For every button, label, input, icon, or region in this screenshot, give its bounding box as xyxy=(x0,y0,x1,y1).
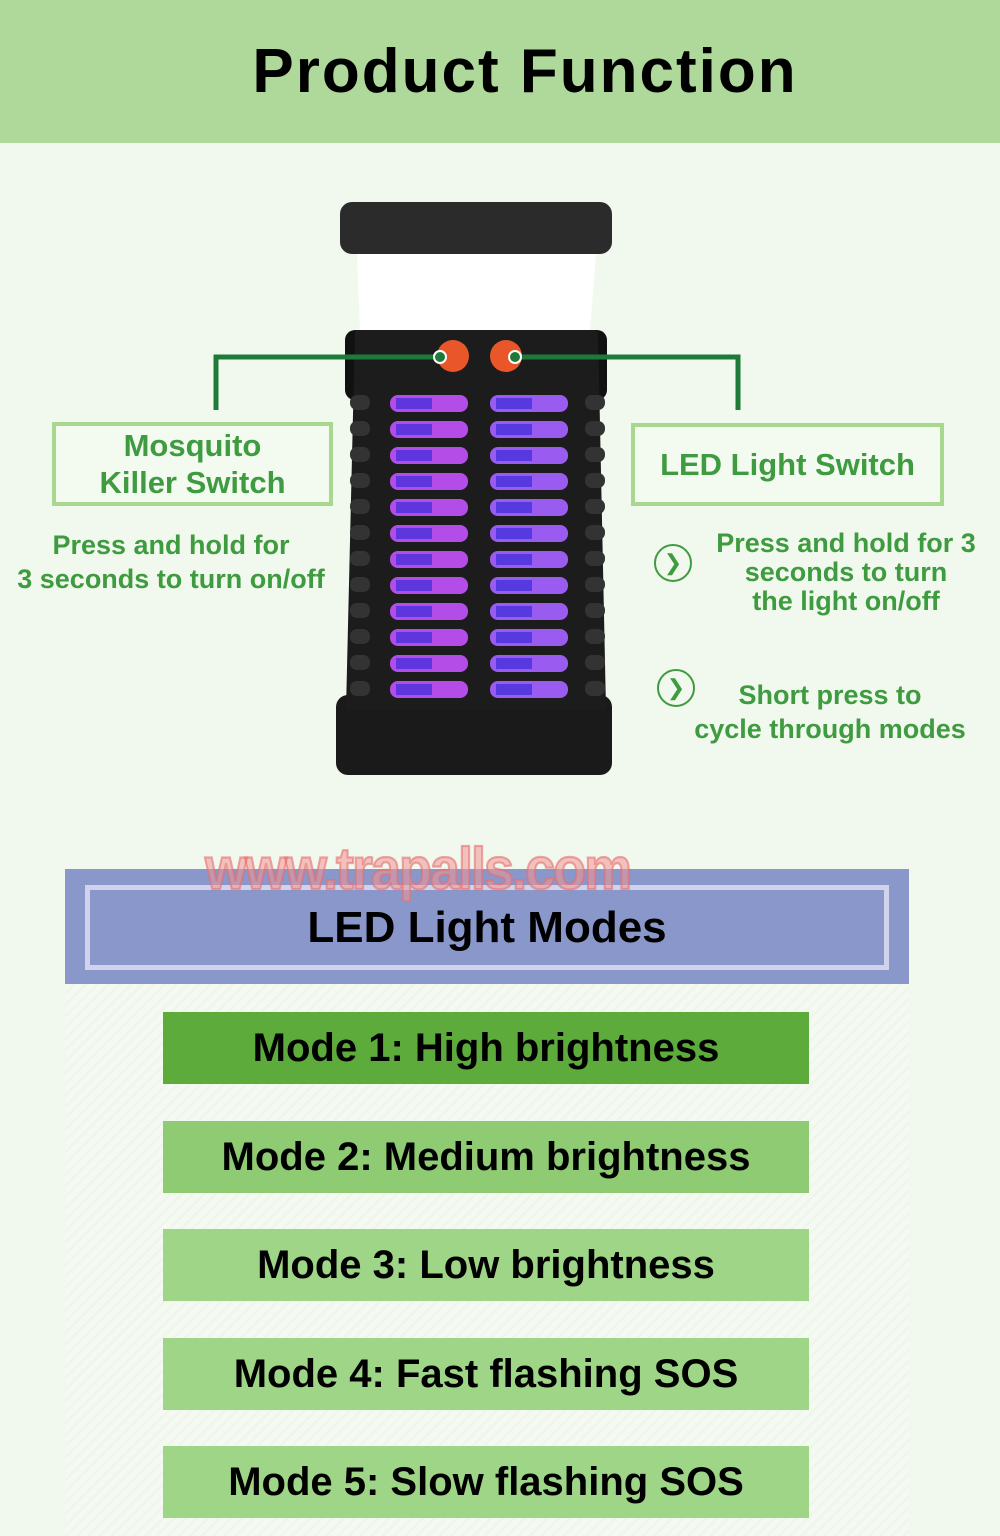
grille-slot-glow xyxy=(496,580,532,591)
led-modes-title: LED Light Modes xyxy=(85,885,889,970)
label-text: LED Light Switch xyxy=(660,447,915,482)
side-rib xyxy=(350,603,370,618)
mode-item: Mode 4: Fast flashing SOS xyxy=(163,1338,809,1410)
side-rib xyxy=(585,447,605,462)
side-rib xyxy=(585,395,605,410)
page-title: Product Function xyxy=(252,37,798,106)
side-rib xyxy=(585,421,605,436)
grille-slot-glow xyxy=(396,502,432,513)
mode-label: Mode 4: Fast flashing SOS xyxy=(233,1351,739,1396)
grille-slot-glow xyxy=(496,528,532,539)
grille-slot-glow xyxy=(496,476,532,487)
grille-slot-glow xyxy=(496,424,532,435)
label-line: Killer Switch xyxy=(99,465,286,500)
description-line: 3 seconds to turn on/off xyxy=(17,564,325,594)
side-rib xyxy=(350,577,370,592)
power-button-icon xyxy=(437,340,469,372)
grille-slot-glow xyxy=(496,658,532,669)
description-line: Press and hold for 3 xyxy=(716,528,976,558)
grille-slot-glow xyxy=(496,398,532,409)
side-rib xyxy=(350,395,370,410)
led-light-switch-label: LED Light Switch xyxy=(631,423,944,506)
grille-slot-glow xyxy=(396,658,432,669)
grille-slot-glow xyxy=(396,632,432,643)
side-rib xyxy=(350,655,370,670)
grille-slot-glow xyxy=(496,450,532,461)
mode-label: Mode 5: Slow flashing SOS xyxy=(228,1459,744,1504)
grille-slot-glow xyxy=(396,580,432,591)
led-modes-header: LED Light Modes xyxy=(65,869,909,984)
side-rib xyxy=(350,525,370,540)
page-header: Product Function xyxy=(0,0,1000,143)
side-rib xyxy=(350,447,370,462)
grille-slot-glow xyxy=(396,684,432,695)
grille-slot-glow xyxy=(396,450,432,461)
lamp-top-cap xyxy=(340,202,612,254)
mode-label: Mode 2: Medium brightness xyxy=(221,1134,751,1179)
grille-slot-glow xyxy=(396,424,432,435)
grille-slot-glow xyxy=(396,476,432,487)
side-rib xyxy=(585,681,605,696)
side-rib xyxy=(350,499,370,514)
side-rib xyxy=(350,551,370,566)
grille-slot-glow xyxy=(496,606,532,617)
description-line: seconds to turn xyxy=(744,557,948,587)
side-rib xyxy=(585,473,605,488)
mosquito-lamp-illustration xyxy=(213,202,741,775)
connector-line-left xyxy=(213,354,440,410)
grille-slot-glow xyxy=(496,554,532,565)
mode-item: Mode 3: Low brightness xyxy=(163,1229,809,1301)
mosquito-switch-description: Press and hold for 3 seconds to turn on/… xyxy=(0,528,342,596)
side-rib xyxy=(350,421,370,436)
mode-item: Mode 2: Medium brightness xyxy=(163,1121,809,1193)
label-line: Mosquito xyxy=(123,428,262,463)
side-rib xyxy=(585,603,605,618)
grille-slot-glow xyxy=(396,528,432,539)
side-rib xyxy=(350,681,370,696)
grille-slot-glow xyxy=(396,606,432,617)
grille-slot-glow xyxy=(496,684,532,695)
description-line: the light on/off xyxy=(752,586,940,616)
watermark: www.trapalls.com xyxy=(204,835,633,903)
light-button-icon xyxy=(490,340,522,372)
side-rib xyxy=(585,577,605,592)
mode-item: Mode 5: Slow flashing SOS xyxy=(163,1446,809,1518)
led-short-press-description: Short press to cycle through modes xyxy=(672,678,988,746)
chevron-right-circle-icon: ❯ xyxy=(654,544,692,582)
side-rib xyxy=(350,629,370,644)
mode-label: Mode 1: High brightness xyxy=(252,1025,720,1070)
grille-slot-glow xyxy=(496,502,532,513)
grille-slot-glow xyxy=(396,398,432,409)
mode-label: Mode 3: Low brightness xyxy=(257,1242,715,1287)
grille-slot-glow xyxy=(496,632,532,643)
mode-item: Mode 1: High brightness xyxy=(163,1012,809,1084)
led-hold-description: Press and hold for 3 seconds to turn the… xyxy=(700,529,992,616)
lamp-light-band xyxy=(357,254,596,330)
description-line: cycle through modes xyxy=(694,714,966,744)
connector-line-right xyxy=(515,354,741,410)
side-rib xyxy=(585,655,605,670)
side-rib xyxy=(585,629,605,644)
side-rib xyxy=(585,525,605,540)
side-rib xyxy=(585,551,605,566)
chevron-right-circle-icon: ❯ xyxy=(657,669,695,707)
side-rib xyxy=(350,473,370,488)
description-line: Press and hold for xyxy=(52,530,290,560)
description-line: Short press to xyxy=(738,680,922,710)
grille-slot-glow xyxy=(396,554,432,565)
side-rib xyxy=(585,499,605,514)
